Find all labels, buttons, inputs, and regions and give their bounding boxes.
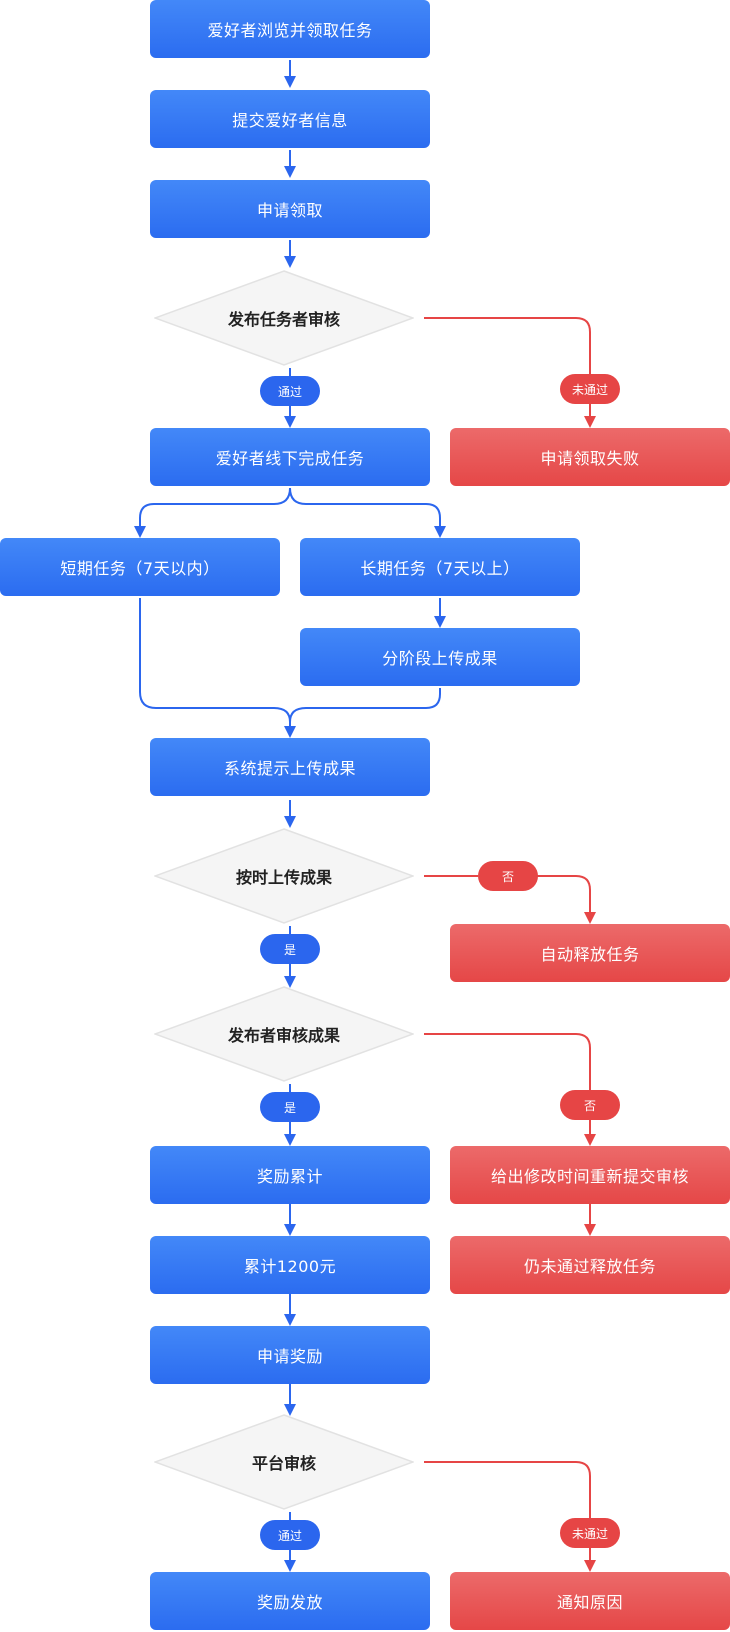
step-reward-accumulate: 奖励累计 xyxy=(150,1146,430,1204)
decision-platform-review: 平台审核 xyxy=(154,1414,414,1510)
step-short-term: 短期任务（7天以内） xyxy=(0,538,280,596)
step-offline-complete: 爱好者线下完成任务 xyxy=(150,428,430,486)
step-staged-upload: 分阶段上传成果 xyxy=(300,628,580,686)
step-reward-issue: 奖励发放 xyxy=(150,1572,430,1630)
step-claim-failed: 申请领取失败 xyxy=(450,428,730,486)
step-accumulate-1200: 累计1200元 xyxy=(150,1236,430,1294)
decision-label: 平台审核 xyxy=(251,1454,316,1473)
badge-pass: 通过 xyxy=(260,376,320,406)
step-submit-info: 提交爱好者信息 xyxy=(150,90,430,148)
badge-no: 否 xyxy=(478,861,538,891)
step-still-fail-release: 仍未通过释放任务 xyxy=(450,1236,730,1294)
badge-fail: 未通过 xyxy=(560,1518,620,1548)
step-notify-reason: 通知原因 xyxy=(450,1572,730,1630)
badge-no: 否 xyxy=(560,1090,620,1120)
step-browse-claim: 爱好者浏览并领取任务 xyxy=(150,0,430,58)
decision-publisher-review: 发布任务者审核 xyxy=(154,270,414,366)
step-apply-reward: 申请奖励 xyxy=(150,1326,430,1384)
badge-fail: 未通过 xyxy=(560,374,620,404)
decision-result-review: 发布者审核成果 xyxy=(154,986,414,1082)
step-auto-release: 自动释放任务 xyxy=(450,924,730,982)
step-revise-resubmit: 给出修改时间重新提交审核 xyxy=(450,1146,730,1204)
step-system-prompt: 系统提示上传成果 xyxy=(150,738,430,796)
decision-label: 按时上传成果 xyxy=(235,868,332,887)
badge-yes: 是 xyxy=(260,1092,320,1122)
step-long-term: 长期任务（7天以上） xyxy=(300,538,580,596)
badge-pass: 通过 xyxy=(260,1520,320,1550)
badge-yes: 是 xyxy=(260,934,320,964)
decision-label: 发布者审核成果 xyxy=(227,1026,340,1045)
decision-label: 发布任务者审核 xyxy=(227,310,340,329)
decision-on-time: 按时上传成果 xyxy=(154,828,414,924)
step-apply-claim: 申请领取 xyxy=(150,180,430,238)
